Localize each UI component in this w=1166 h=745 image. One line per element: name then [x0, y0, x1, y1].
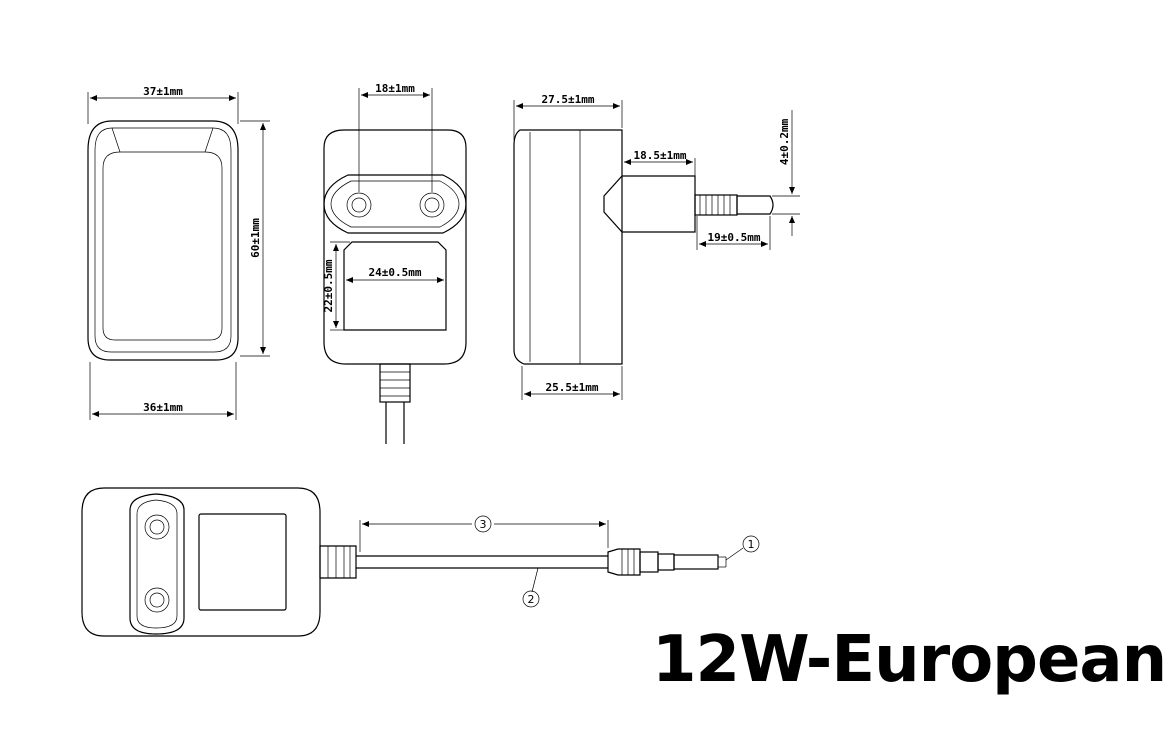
- callout-connector-label: 1: [748, 538, 755, 551]
- dim-side-bottom-depth: 25.5±1mm: [521, 366, 623, 400]
- dim-plug-base-length: 18.5±1mm: [624, 149, 696, 176]
- dim-side-top-depth: 27.5±1mm: [513, 93, 623, 140]
- rear-view: [323, 129, 467, 444]
- dim-label-width-label: 24±0.5mm: [369, 266, 422, 279]
- bottom-view: [81, 487, 727, 637]
- dim-pin-diameter-label: 4±0.2mm: [778, 118, 791, 165]
- dim-pin-length-label: 19±0.5mm: [708, 231, 761, 244]
- dim-front-bottom-width-label: 36±1mm: [143, 401, 183, 414]
- dim-label-height-label: 22±0.5mm: [322, 259, 335, 312]
- dim-pin-length: 19±0.5mm: [696, 216, 771, 250]
- dim-plug-base-length-label: 18.5±1mm: [634, 149, 687, 162]
- dim-label-width: 24±0.5mm: [346, 266, 444, 283]
- dim-front-top-width: 37±1mm: [87, 85, 239, 124]
- dim-pin-diameter: 4±0.2mm: [772, 110, 800, 236]
- front-view: [87, 120, 239, 361]
- dim-front-height: 60±1mm: [240, 120, 270, 357]
- dim-side-top-depth-label: 27.5±1mm: [542, 93, 595, 106]
- callout-cable-length-label: 3: [480, 518, 487, 531]
- callout-cable-label: 2: [528, 593, 535, 606]
- dim-plug-pin-spacing: 18±1mm: [358, 82, 433, 192]
- dim-front-bottom-width: 36±1mm: [89, 362, 237, 420]
- dim-label-height: 22±0.5mm: [322, 241, 350, 331]
- side-view: [513, 129, 774, 365]
- callout-cable-length: 3: [359, 515, 609, 552]
- dim-front-top-width-label: 37±1mm: [143, 85, 183, 98]
- dim-plug-pin-spacing-label: 18±1mm: [375, 82, 415, 95]
- callout-cable: 2: [522, 567, 540, 608]
- dim-side-bottom-depth-label: 25.5±1mm: [546, 381, 599, 394]
- page-title: 12W-European: [652, 623, 1166, 697]
- callout-connector: 1: [725, 535, 760, 561]
- dim-front-height-label: 60±1mm: [249, 218, 262, 258]
